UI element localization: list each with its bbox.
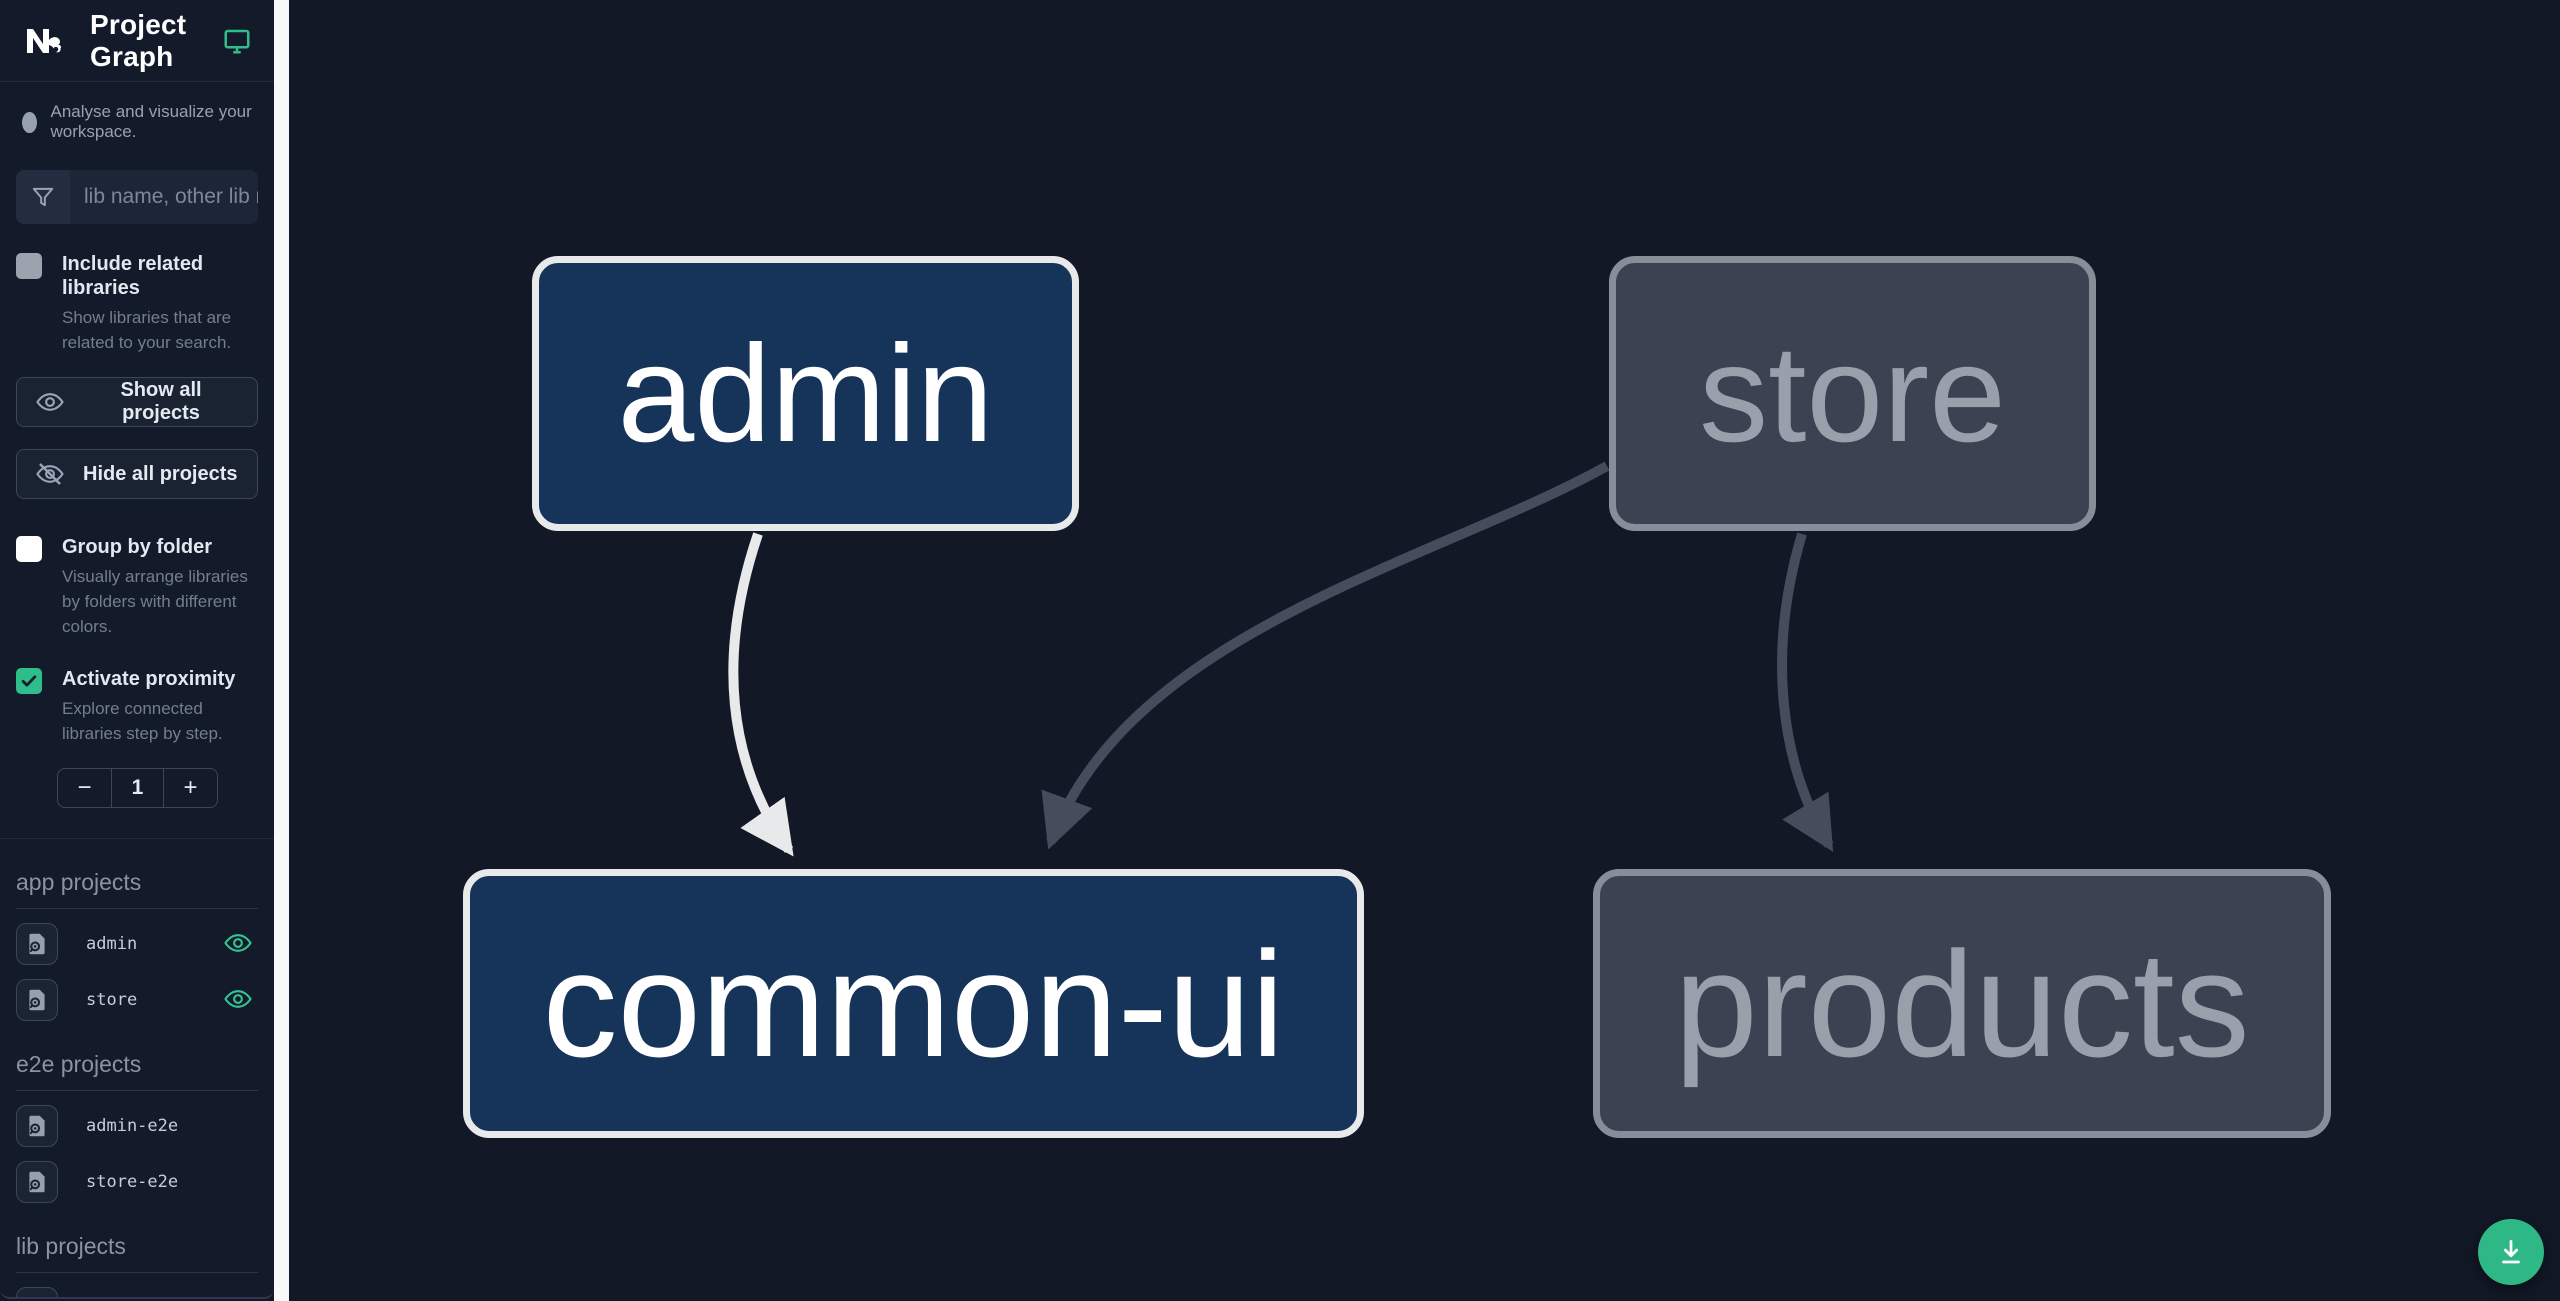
activate-proximity-description: Explore connected libraries step by step… xyxy=(62,699,223,743)
graph-node-common-ui[interactable]: common-ui xyxy=(463,869,1364,1138)
tagline-text: Analyse and visualize your workspace. xyxy=(50,102,252,141)
activate-proximity-label: Activate proximity xyxy=(62,668,236,691)
document-magnifying-glass-icon xyxy=(29,990,45,1011)
focus-project-button-store[interactable] xyxy=(16,979,58,1022)
document-magnifying-glass-icon xyxy=(29,934,45,955)
proximity-depth-value: 1 xyxy=(111,769,164,808)
eye-icon xyxy=(224,934,252,953)
graph-edges xyxy=(728,461,1834,857)
project-name: admin-e2e xyxy=(86,1116,179,1137)
proximity-increment-button[interactable]: + xyxy=(164,769,217,807)
sidebar-divider xyxy=(0,838,274,840)
project-name: admin xyxy=(86,934,138,955)
project-name: common-ui xyxy=(86,1298,222,1299)
funnel-icon xyxy=(16,170,70,224)
project-name: store xyxy=(86,990,138,1011)
focus-project-button-store-e2e[interactable] xyxy=(16,1161,58,1204)
nx-logo xyxy=(27,28,61,53)
project-name: store-e2e xyxy=(86,1172,179,1193)
group-by-folder-description: Visually arrange libraries by folders wi… xyxy=(62,567,248,636)
group-by-folder-label: Group by folder xyxy=(62,536,212,559)
edge-admin-to-common-ui[interactable] xyxy=(728,532,794,857)
hide-all-projects-button[interactable]: Hide all projects xyxy=(16,449,258,500)
toggle-visibility-button-common-ui[interactable] xyxy=(222,1292,254,1299)
toggle-visibility-button-store[interactable] xyxy=(222,984,254,1016)
edge-store-to-common-ui[interactable] xyxy=(1041,461,1610,850)
include-related-label: Include related libraries xyxy=(62,253,204,299)
section-title: app projects xyxy=(16,869,258,910)
focus-project-button-admin-e2e[interactable] xyxy=(16,1105,58,1148)
graph-canvas[interactable]: admin store common-ui products xyxy=(289,0,2560,1301)
page-title: Project Graph xyxy=(90,8,187,72)
download-icon xyxy=(2502,1240,2520,1264)
activate-proximity-checkbox-row: Activate proximity Explore connected lib… xyxy=(16,667,258,746)
focus-project-button-admin[interactable] xyxy=(16,923,58,966)
project-row-admin: admin xyxy=(16,923,258,966)
include-related-checkbox[interactable] xyxy=(16,253,42,279)
group-by-folder-checkbox-row: Group by folder Visually arrange librari… xyxy=(16,535,258,639)
project-section-e2e: e2e projects admin-e2e store-e2e xyxy=(16,1051,258,1204)
document-magnifying-glass-icon xyxy=(29,1116,45,1137)
sidebar-header: Project Graph xyxy=(0,0,274,82)
eye-icon xyxy=(223,1292,253,1299)
section-title: e2e projects xyxy=(16,1051,258,1092)
document-magnifying-glass-icon xyxy=(29,1172,45,1193)
show-all-projects-button[interactable]: Show all projects xyxy=(16,377,258,428)
sidebar-resize-gutter[interactable] xyxy=(274,0,289,1301)
focus-project-button-common-ui[interactable] xyxy=(16,1287,58,1299)
workspace-tagline: i Analyse and visualize your workspace. xyxy=(0,82,274,148)
computer-desktop-icon xyxy=(224,29,250,53)
project-filter xyxy=(16,170,258,224)
filter-input[interactable] xyxy=(70,170,258,224)
activate-proximity-checkbox[interactable] xyxy=(16,668,42,695)
proximity-depth-stepper: − 1 + xyxy=(57,768,218,809)
info-icon: i xyxy=(22,111,37,133)
eye-icon xyxy=(224,990,252,1009)
group-by-folder-checkbox[interactable] xyxy=(16,536,42,563)
project-row-store: store xyxy=(16,979,258,1022)
eye-icon xyxy=(36,393,64,412)
project-section-app: app projects admin store xyxy=(16,869,258,1022)
hide-all-projects-label: Hide all projects xyxy=(83,462,238,485)
graph-node-admin[interactable]: admin xyxy=(532,256,1079,531)
section-title: lib projects xyxy=(16,1233,258,1274)
graph-node-products[interactable]: products xyxy=(1593,869,2331,1138)
edge-store-to-products[interactable] xyxy=(1777,532,1834,852)
project-row-admin-e2e: admin-e2e xyxy=(16,1105,258,1148)
project-row-common-ui: common-ui xyxy=(16,1287,258,1299)
show-all-projects-label: Show all projects xyxy=(120,379,202,425)
document-magnifying-glass-icon xyxy=(24,1295,50,1299)
toggle-visibility-button-admin[interactable] xyxy=(222,928,254,960)
include-related-description: Show libraries that are related to your … xyxy=(62,308,232,352)
graph-node-store[interactable]: store xyxy=(1609,256,2096,531)
theme-toggle-button[interactable] xyxy=(222,25,252,57)
project-sections: app projects admin store e2e projects admin-… xyxy=(0,869,274,1299)
download-graph-button[interactable] xyxy=(2478,1219,2544,1285)
project-row-store-e2e: store-e2e xyxy=(16,1161,258,1204)
proximity-decrement-button[interactable]: − xyxy=(58,769,111,807)
include-related-checkbox-row: Include related libraries Show libraries… xyxy=(16,252,258,355)
eye-slash-icon xyxy=(36,463,64,486)
sidebar: Project Graph i Analyse and visualize yo… xyxy=(0,0,274,1299)
